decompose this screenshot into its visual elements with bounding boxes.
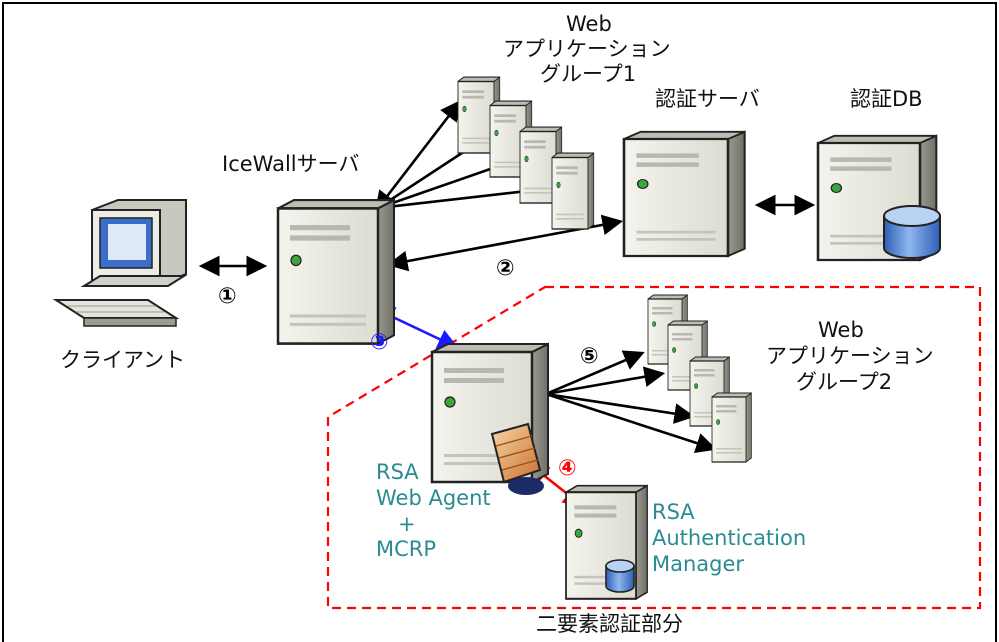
web-group1-label-line3: グループ1 — [540, 62, 637, 86]
step-5-marker: ⑤ — [580, 344, 599, 369]
rsa-agent-label-line2: Web Agent — [376, 486, 491, 510]
agent-web2-arrow-c — [545, 392, 696, 424]
step-1-marker: ① — [218, 284, 237, 309]
web-group1-label-line2: アプリケーション — [503, 37, 671, 61]
rsa-am-server-icon — [564, 484, 649, 600]
firewall-shadow — [508, 477, 544, 495]
web-server-icon — [711, 392, 753, 463]
step-4-marker: ④ — [558, 456, 577, 481]
icewall-server-label: IceWallサーバ — [222, 152, 360, 176]
web-group2-label-line3: グループ2 — [796, 370, 893, 394]
icewall-web1-arrow-a — [374, 99, 462, 213]
two-factor-region-border — [326, 285, 982, 610]
two-factor-region-label: 二要素認証部分 — [536, 612, 683, 636]
connection-arrows — [198, 99, 816, 454]
auth-server-icon — [622, 130, 746, 258]
web-server-icon — [551, 152, 595, 230]
rsa-am-label-line2: Authentication — [652, 526, 807, 550]
firewall-icon — [490, 422, 542, 484]
agent-web2-arrow-d — [545, 392, 717, 454]
auth-db-icon — [816, 134, 941, 262]
rsa-agent-label-line4: MCRP — [376, 537, 437, 561]
agent-web2-arrow-b — [545, 366, 666, 396]
web-group2-label-line1: Web — [818, 318, 864, 342]
auth-db-label: 認証DB — [850, 87, 923, 111]
rsa-agent-label-line3: + — [398, 512, 416, 536]
step-3-marker: ③ — [370, 330, 389, 355]
icewall-server-icon — [276, 198, 396, 345]
rsa-am-label-line3: Manager — [652, 552, 745, 576]
rsa-agent-label-line1: RSA — [376, 460, 419, 484]
agent-web2-arrow-a — [545, 350, 645, 396]
client-pc-icon — [52, 199, 188, 327]
client-label: クライアント — [60, 348, 186, 372]
auth-server-label: 認証サーバ — [655, 87, 760, 111]
rsa-am-label-line1: RSA — [652, 500, 695, 524]
step-2-marker: ② — [496, 256, 515, 281]
web-group2-label-line2: アプリケーション — [766, 344, 934, 368]
web-group1-label-line1: Web — [566, 12, 612, 36]
